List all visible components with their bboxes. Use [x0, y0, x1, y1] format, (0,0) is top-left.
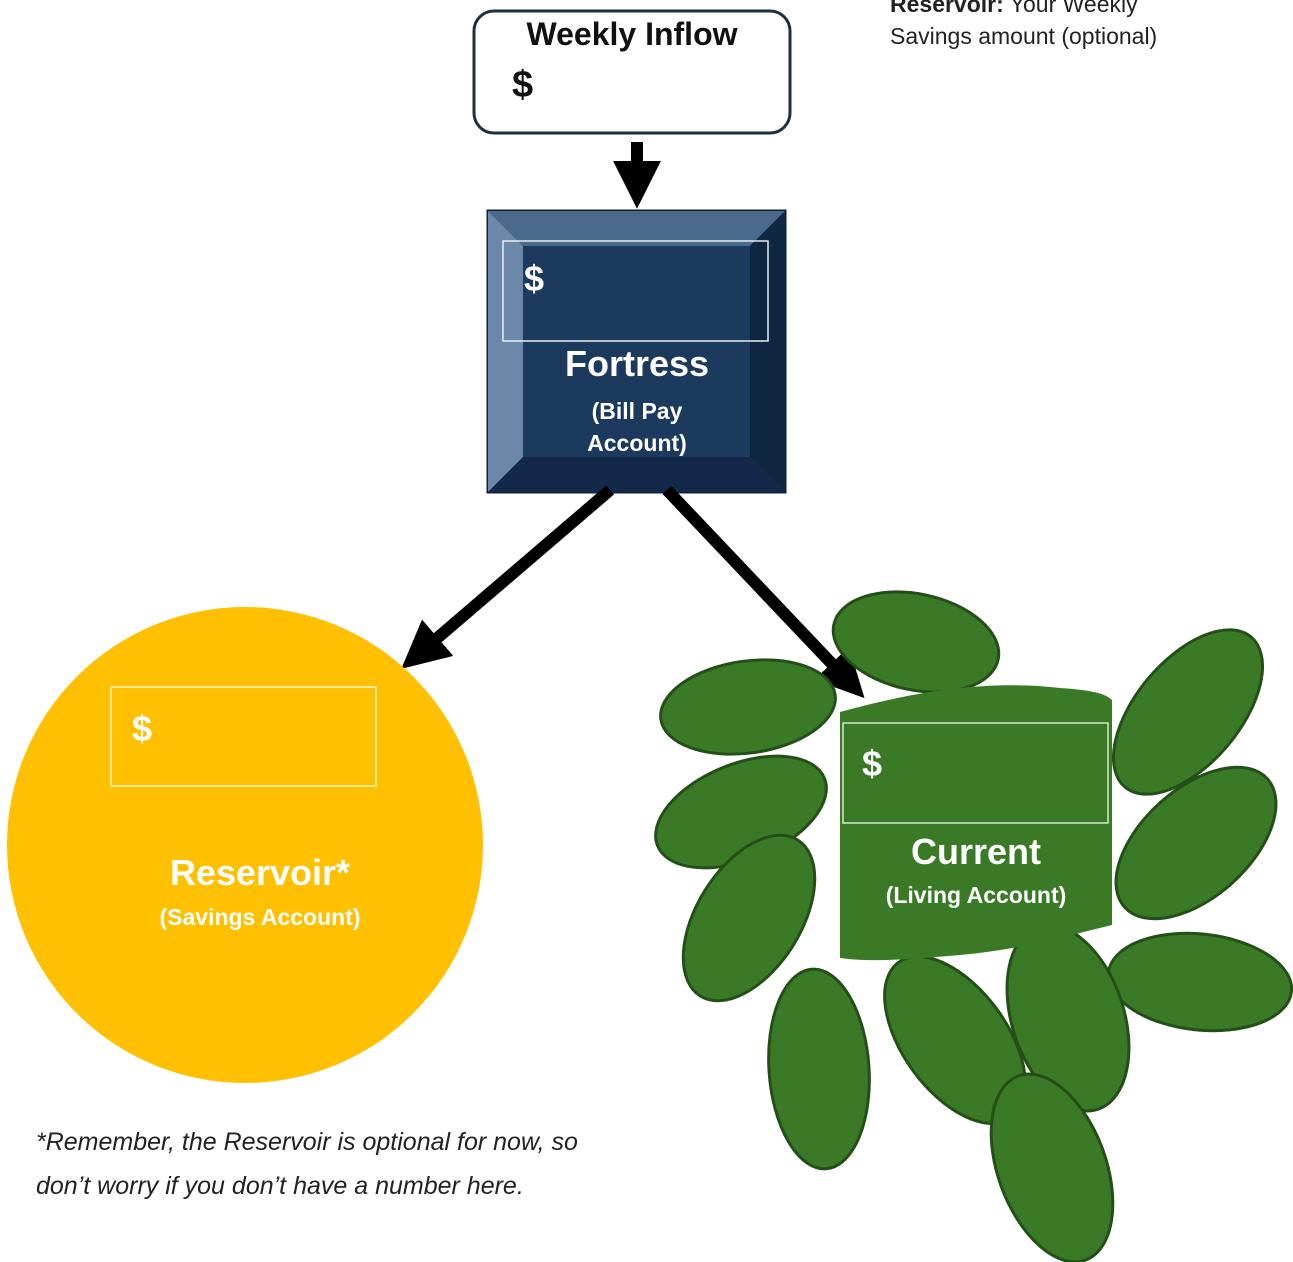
- reservoir-note-rest: Your Weekly: [1003, 0, 1138, 17]
- weekly-inflow-box: [472, 9, 792, 135]
- reservoir-note-line2: Savings amount (optional): [890, 23, 1158, 49]
- current-leaf-cluster: [654, 590, 1293, 1262]
- arrow-fortress-to-current: [662, 485, 865, 699]
- reservoir-amount-field: [110, 686, 377, 787]
- footnote-line2: don’t worry if you don’t have a number h…: [36, 1172, 524, 1200]
- reservoir-footnote: *Remember, the Reservoir is optional for…: [36, 1120, 756, 1208]
- current-amount-field: [842, 722, 1109, 824]
- current-title: Current: [910, 831, 1041, 872]
- weekly-inflow-dollar: $: [512, 64, 534, 106]
- reservoir-note-bold: Reservoir:: [890, 0, 1004, 17]
- footnote-line1: *Remember, the Reservoir is optional for…: [36, 1128, 578, 1156]
- fortress-subtitle: (Bill Pay Account): [560, 395, 714, 459]
- weekly-inflow-title: Weekly Inflow: [526, 16, 738, 52]
- reservoir-note: Reservoir: Your Weekly Savings amount (o…: [890, 0, 1290, 52]
- fortress-amount-field: [502, 240, 769, 342]
- reservoir-note-line1: Reservoir: Your Weekly: [890, 0, 1290, 20]
- fortress-subtitle-line1: (Bill Pay: [591, 398, 683, 424]
- fortress-title: Fortress: [564, 343, 710, 384]
- current-subtitle: (Living Account): [885, 882, 1067, 908]
- fortress-block: [486, 209, 787, 494]
- reservoir-title: Reservoir*: [169, 852, 351, 893]
- reservoir-circle: [7, 607, 483, 1083]
- reservoir-subtitle: (Savings Account): [159, 904, 361, 930]
- fortress-subtitle-line2: Account): [587, 430, 687, 456]
- reservoir-dollar: $: [132, 708, 153, 749]
- current-dollar: $: [862, 743, 883, 784]
- fortress-dollar: $: [524, 258, 545, 299]
- arrow-fortress-to-reservoir: [401, 485, 614, 669]
